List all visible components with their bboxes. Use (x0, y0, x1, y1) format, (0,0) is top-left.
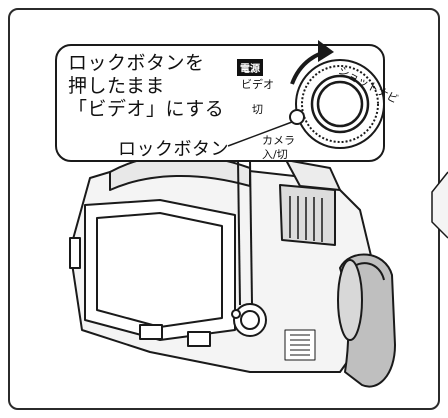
lock-button-label: ロックボタン (118, 139, 229, 160)
power-label: 電源 (237, 59, 263, 76)
instruction-text: ロックボタンを 押したまま 「ビデオ」にする (68, 52, 224, 121)
off-label: 切 (252, 103, 263, 116)
instruction-line-2: 押したまま (68, 75, 165, 97)
instruction-line-1: ロックボタンを (68, 52, 205, 74)
video-label: ビデオ (241, 78, 274, 91)
on-off-label: 入/切 (262, 148, 288, 161)
camera-label: カメラ (262, 134, 295, 147)
instruction-line-3: 「ビデオ」にする (68, 98, 225, 120)
